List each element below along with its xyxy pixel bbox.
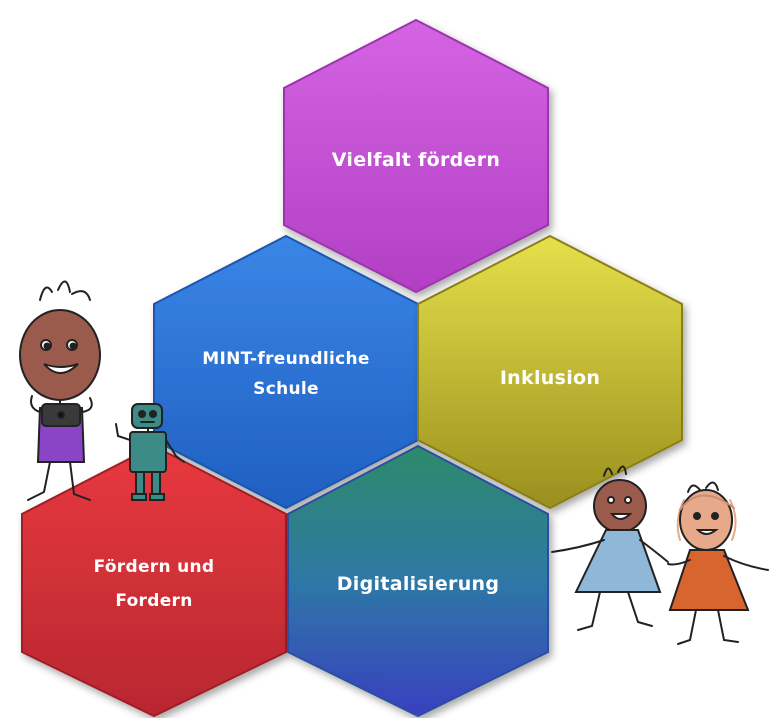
hexagon-digital-label: Digitalisierung (337, 573, 500, 595)
hexagon-mint-label-line2: Schule (253, 379, 319, 399)
hexagon-inklusion-label: Inklusion (500, 367, 600, 389)
hexagon-digital: Digitalisierung (287, 444, 549, 718)
hexagon-foerdern-label-line1: Fördern und (94, 557, 215, 577)
hexagon-vielfalt: Vielfalt fördern (283, 18, 549, 294)
hexagon-foerdern-label-line2: Fordern (115, 591, 192, 611)
hexagon-mint-label-line1: MINT-freundliche (202, 349, 369, 369)
robot-illustration (115, 403, 185, 501)
children-pair-illustration (551, 465, 769, 645)
hexagon-foerdern: Fördern und Fordern (21, 444, 287, 718)
child-with-tablet-illustration (19, 280, 101, 501)
hexagon-vielfalt-label: Vielfalt fördern (332, 149, 500, 171)
hexagon-inklusion: Inklusion (417, 234, 683, 510)
